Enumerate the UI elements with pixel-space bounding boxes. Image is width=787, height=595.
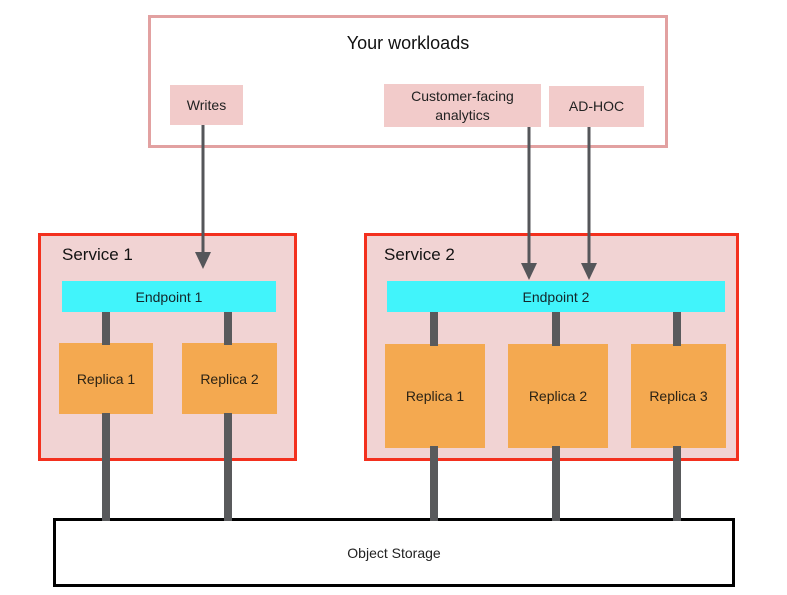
workload-customer-facing-analytics: Customer-facing analytics <box>384 84 541 127</box>
workload-adhoc-label: AD-HOC <box>568 98 625 115</box>
service-1-replica-1-label: Replica 1 <box>76 370 136 387</box>
service-2-endpoint: Endpoint 2 <box>387 281 725 312</box>
service-2-endpoint-label: Endpoint 2 <box>522 288 590 305</box>
service-2-replica-1-label: Replica 1 <box>405 388 465 404</box>
object-storage-label: Object Storage <box>347 544 441 561</box>
workloads-title: Your workloads <box>346 33 470 53</box>
workload-adhoc: AD-HOC <box>549 86 644 127</box>
service-1-box: Service 1 Endpoint 1 Replica 1 Replica 2 <box>38 233 297 461</box>
service-2-replica-3: Replica 3 <box>631 344 726 448</box>
service-1-replica-1: Replica 1 <box>59 343 153 414</box>
service-1-endpoint-label: Endpoint 1 <box>135 288 203 305</box>
service-2-replica-1: Replica 1 <box>385 344 485 448</box>
service-1-title: Service 1 <box>62 245 133 264</box>
object-storage-box: Object Storage <box>53 518 735 587</box>
service-2-title: Service 2 <box>384 245 455 264</box>
service-2-replica-2-label: Replica 2 <box>528 388 588 404</box>
service-2-replica-2: Replica 2 <box>508 344 608 448</box>
workload-writes: Writes <box>170 85 243 125</box>
service-2-replica-3-label: Replica 3 <box>649 388 708 404</box>
service-1-endpoint: Endpoint 1 <box>62 281 276 312</box>
service-1-replica-2: Replica 2 <box>182 343 277 414</box>
service-1-replica-2-label: Replica 2 <box>200 370 259 387</box>
workloads-box: Your workloads Writes Customer-facing an… <box>148 15 668 148</box>
workload-writes-label: Writes <box>186 96 227 113</box>
service-2-box: Service 2 Endpoint 2 Replica 1 Replica 2… <box>364 233 739 461</box>
workload-customer-facing-analytics-label: Customer-facing analytics <box>411 88 514 123</box>
